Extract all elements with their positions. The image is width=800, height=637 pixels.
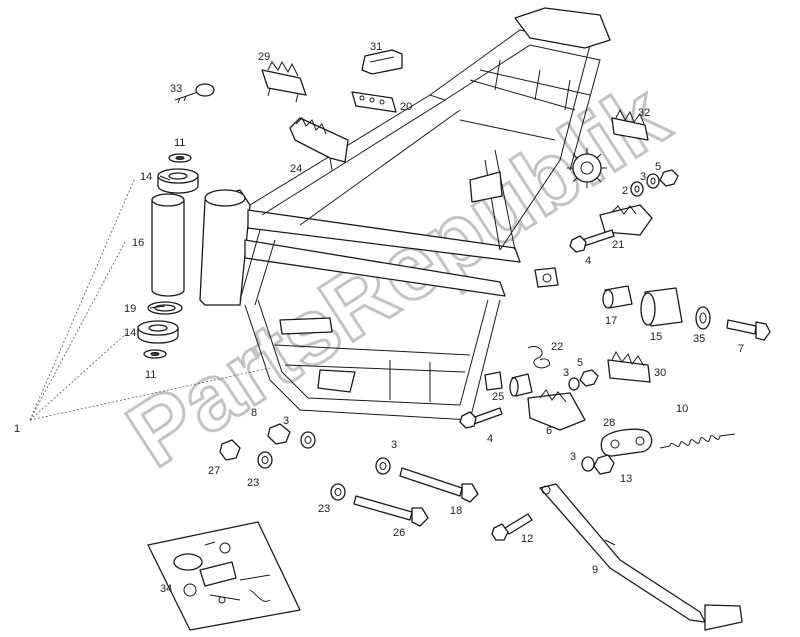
part-4-bolt-lower [459,407,503,429]
part-26-bolt [353,495,429,527]
part-11-lower-washer [143,349,167,359]
callout-4: 4 [585,255,591,267]
callout-5: 5 [577,357,583,369]
part-32-footrest-rubber [611,108,649,141]
part-11-upper-washer [168,153,192,163]
callout-32: 32 [638,107,650,119]
callout-4: 4 [487,433,493,445]
callout-22: 22 [551,341,563,353]
callout-21: 21 [612,239,624,251]
callout-33: 33 [170,83,182,95]
callout-11: 11 [145,369,156,381]
part-14-lower-bearing [137,320,179,344]
main-frame [199,7,611,421]
part-31-footrest-block [361,49,403,75]
part-18-bolt [399,467,479,503]
callout-14: 14 [140,171,152,183]
part-3-washer-r2 [581,456,595,472]
part-12-bolt [491,513,533,541]
part-3-washer-left [300,431,316,449]
callout-19: 19 [124,303,136,315]
callout-30: 30 [654,367,666,379]
callout-23: 23 [247,477,259,489]
callout-13: 13 [620,473,632,485]
callout-20: 20 [400,101,412,113]
part-9-side-stand [539,483,743,631]
callout-14: 14 [124,327,136,339]
callout-7: 7 [738,343,744,355]
callout-5: 5 [655,161,661,173]
part-3-washer-center [375,457,391,475]
part-14-upper-bearing [157,168,199,194]
part-6-footrest [527,389,586,431]
part-30-footrest [607,350,651,383]
part-2-bushing [630,181,644,197]
part-21-footrest [599,204,653,236]
callout-6: 6 [546,425,552,437]
part-27-nut [219,439,241,461]
part-3-washer-mid [568,377,580,391]
callout-27: 27 [208,465,220,477]
callout-labels: 1 2 3 3 3 3 3 4 4 5 5 6 7 8 9 10 11 11 1… [14,41,744,595]
part-16-steering-tube [151,193,185,297]
callout-16: 16 [132,237,144,249]
part-25-bushing [509,373,533,397]
part-15-bushing [640,287,683,327]
part-20-footrest-plate [351,91,397,113]
callout-8: 8 [251,407,257,419]
callout-28: 28 [603,417,615,429]
part-33-key [174,83,215,104]
part-35-washer [695,306,711,330]
callout-9: 9 [592,564,598,576]
part-7-bolt [726,319,771,341]
callout-23: 23 [318,503,330,515]
callout-31: 31 [370,41,382,53]
part-13-nut [593,454,615,475]
callout-17: 17 [605,315,617,327]
callout-3: 3 [640,171,646,183]
part-34-tool-kit [147,521,301,631]
callout-3: 3 [570,451,576,463]
callout-3: 3 [391,439,397,451]
part-24-footrest-pedal [289,117,349,171]
callout-12: 12 [521,533,533,545]
callout-10: 10 [676,403,688,415]
part-4-bolt-upper [569,229,615,253]
callout-11: 11 [174,137,185,149]
callout-1: 1 [14,423,20,435]
part-5-nut [659,169,679,187]
callout-2: 2 [622,185,628,197]
part-10-spring [659,433,736,449]
callout-15: 15 [650,331,662,343]
part-23-washer-b [330,483,346,501]
callout-34: 34 [160,583,172,595]
leader-lines [29,175,271,421]
part-29-footrest-rubber [261,60,307,103]
callout-24: 24 [290,163,302,175]
gear-icon [567,148,607,188]
part-5-nut-mid [579,369,599,387]
callout-26: 26 [393,527,405,539]
callout-35: 35 [693,333,705,345]
part-22-spring [527,345,551,369]
callout-3: 3 [283,415,289,427]
part-17-bushing [602,285,633,309]
callout-29: 29 [258,51,270,63]
part-28-bracket [600,428,653,457]
callout-25: 25 [492,391,504,403]
callout-18: 18 [450,505,462,517]
callout-3: 3 [563,367,569,379]
part-23-washer-a [257,451,273,469]
part-8-nut [267,423,291,445]
part-3-washer-right [646,173,660,189]
